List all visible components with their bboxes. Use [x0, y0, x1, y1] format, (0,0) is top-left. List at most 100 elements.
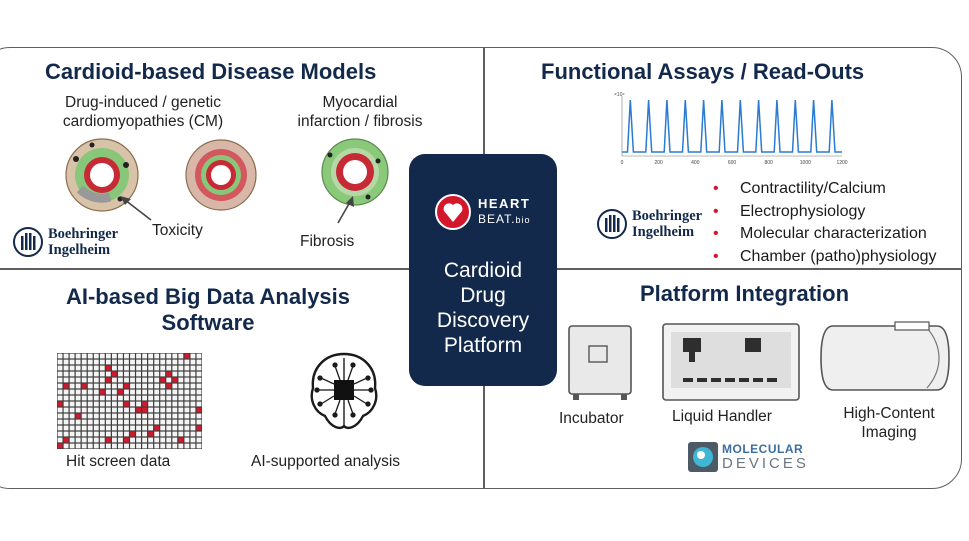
plate-well [166, 389, 172, 395]
plate-well [69, 431, 75, 437]
plate-well [160, 383, 166, 389]
plate-well [178, 443, 184, 449]
plate-well [69, 443, 75, 449]
plate-well [81, 425, 87, 431]
plate-well [148, 425, 154, 431]
hit-screen-label: Hit screen data [66, 453, 171, 470]
plate-well [118, 353, 123, 359]
plate-well [63, 365, 69, 371]
plate-well [111, 443, 117, 449]
plate-well [136, 413, 141, 419]
plate-well [190, 437, 196, 443]
plate-well [196, 443, 202, 449]
plate-well [105, 371, 111, 377]
plate-well [142, 365, 148, 371]
center-title-line: Cardioid [443, 259, 523, 282]
plate-well [93, 377, 99, 383]
plate-well [142, 383, 148, 389]
plot-x-tick-label: 1200 [836, 160, 847, 166]
plate-well [63, 359, 69, 365]
plate-well [87, 377, 93, 383]
ai-analysis-title: AI-based Big Data Analysis Software [38, 284, 378, 336]
plate-well [178, 401, 184, 407]
plate-well [148, 413, 154, 419]
plate-well [166, 437, 172, 443]
molecular-word: MOLECULAR [722, 442, 804, 456]
plate-well [75, 389, 81, 395]
plate-well [184, 389, 190, 395]
plate-well-hit [184, 353, 190, 359]
plate-well [87, 431, 93, 437]
plate-well [75, 407, 81, 413]
heartbeat-word-2: BEAT.bio [478, 212, 530, 226]
heart-icon [435, 194, 471, 230]
plate-well [136, 383, 141, 389]
plate-well [172, 425, 178, 431]
plot-x-tick-label: 0 [621, 160, 624, 166]
plate-well [99, 413, 105, 419]
plate-well [172, 383, 178, 389]
plate-well [148, 389, 154, 395]
plate-well [124, 353, 129, 359]
plate-well [172, 413, 178, 419]
plate-well [172, 401, 178, 407]
plate-well [130, 425, 135, 431]
cm-label-line-2: cardiomyopathies (CM) [62, 113, 224, 130]
plate-well [93, 413, 99, 419]
plate-well [166, 443, 172, 449]
plate-well [190, 359, 196, 365]
plate-well [118, 401, 123, 407]
plate-well [136, 425, 141, 431]
plate-well [69, 383, 75, 389]
plate-well [105, 401, 111, 407]
plate-well [63, 407, 69, 413]
plate-well [148, 383, 154, 389]
plate-well [124, 395, 129, 401]
boehringer-logo-right: Boehringer Ingelheim [596, 208, 726, 242]
plate-well [93, 371, 99, 377]
plot-exponent: ×10⁴ [614, 92, 625, 98]
plate-well [184, 371, 190, 377]
plate-well [190, 389, 196, 395]
plate-well [105, 353, 111, 359]
plate-well [154, 365, 160, 371]
plate-well [178, 413, 184, 419]
plate-well [93, 401, 99, 407]
plate-well [154, 401, 160, 407]
plate-well [69, 437, 75, 443]
plate-well [142, 419, 148, 425]
plate-well [160, 371, 166, 377]
plate-well [81, 437, 87, 443]
plate-well [118, 437, 123, 443]
plate-well [172, 431, 178, 437]
plate-well [196, 419, 202, 425]
plate-well [166, 365, 172, 371]
plate-well [93, 437, 99, 443]
plate-well [75, 377, 81, 383]
boehringer-wordmark: Boehringer Ingelheim [48, 226, 118, 258]
plate-well [166, 413, 172, 419]
plot-x-tick-label: 400 [691, 160, 700, 166]
plate-well-hit [196, 425, 202, 431]
plate-well [172, 371, 178, 377]
plate-well [172, 419, 178, 425]
plate-well [142, 431, 148, 437]
plate-well [87, 437, 93, 443]
plate-well [172, 395, 178, 401]
plate-well [154, 395, 160, 401]
plate-well [87, 443, 93, 449]
plate-well [111, 389, 117, 395]
readout-item: Electrophysiology [713, 201, 937, 224]
plate-well [136, 365, 141, 371]
plate-well [154, 443, 160, 449]
plate-well-hit [75, 413, 81, 419]
plate-well [111, 401, 117, 407]
plate-well [99, 401, 105, 407]
plate-well [81, 371, 87, 377]
plate-well [81, 365, 87, 371]
imaging-label-line-2: Imaging [861, 424, 917, 441]
plate-well [63, 401, 69, 407]
plate-well [190, 395, 196, 401]
plate-well [63, 371, 69, 377]
